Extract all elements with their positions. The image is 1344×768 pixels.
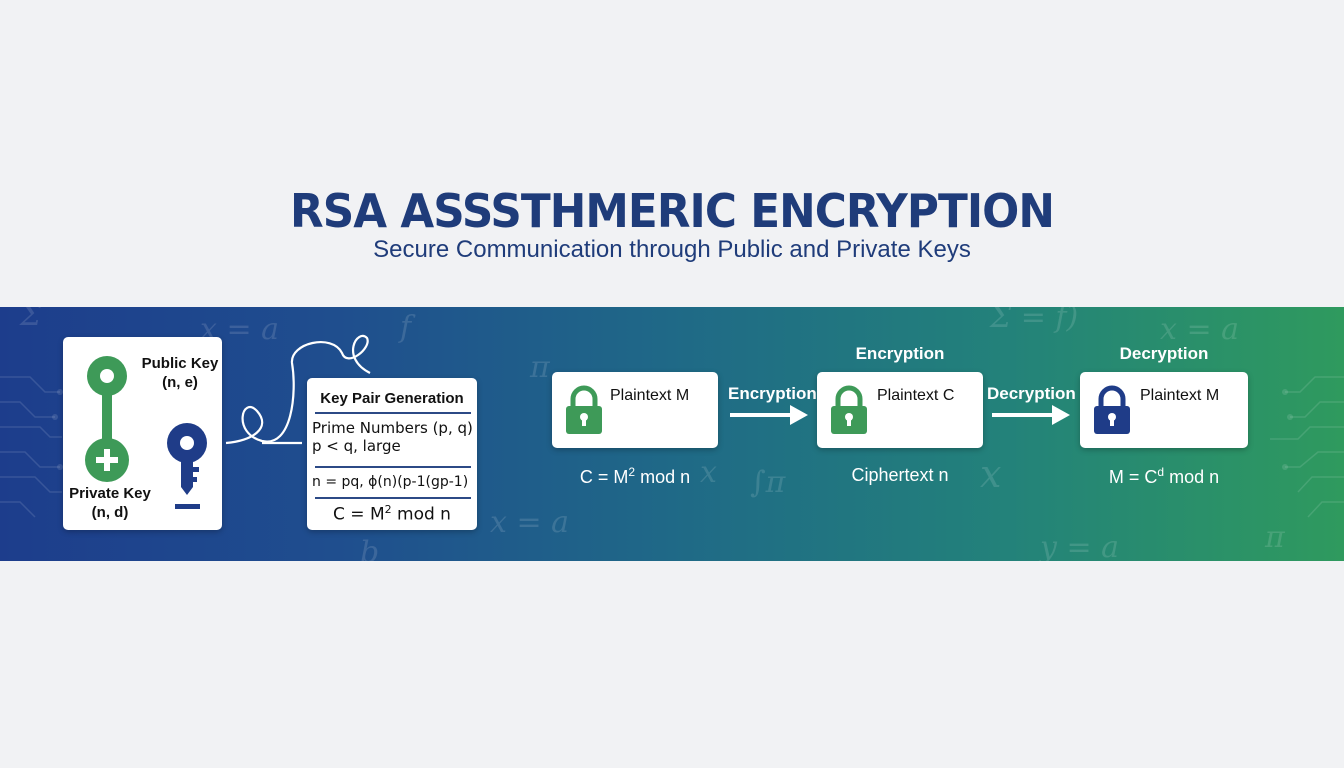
keygen-formula: C = M2 mod n — [307, 503, 477, 525]
svg-text:Σ: Σ — [19, 307, 42, 333]
svg-text:x = a: x = a — [490, 505, 569, 540]
svg-text:x = a: x = a — [1160, 312, 1239, 347]
keygen-formula-tail: mod n — [391, 504, 451, 525]
keygen-divider-3 — [315, 497, 471, 499]
lock-icon-green — [566, 385, 602, 434]
arrow1-label: Encryption — [728, 384, 817, 403]
step3-box-label: Plaintext M — [1140, 387, 1220, 404]
step2-heading: Encryption — [855, 344, 945, 363]
step3-box: Plaintext M — [1080, 372, 1248, 448]
keygen-formula-base: C = M — [333, 504, 385, 525]
step3-caption: M = Cd mod n — [1080, 465, 1248, 488]
step2-box-label: Plaintext C — [877, 387, 955, 404]
step3-caption-base: M = C — [1108, 467, 1158, 487]
svg-text:Σ = f): Σ = f) — [989, 307, 1078, 335]
keygen-line-3: n = pq, ϕ(n)(p-1(gp-1) — [312, 474, 469, 490]
public-key-params: (n, e) — [162, 374, 198, 391]
keygen-formula-exp: 2 — [384, 503, 392, 516]
public-key-icon — [167, 423, 207, 509]
svg-text:y = a: y = a — [1038, 530, 1119, 561]
keygen-title-divider — [315, 412, 471, 414]
private-key-label: Private Key — [69, 485, 151, 502]
svg-text:π: π — [1264, 520, 1286, 555]
keygen-line-2: p < q, large — [312, 437, 401, 455]
keygen-divider-2 — [315, 466, 471, 468]
svg-text:x: x — [700, 455, 717, 490]
keygen-line-1: Prime Numbers (p, q) — [312, 419, 473, 437]
step3-caption-tail: mod n — [1164, 467, 1220, 487]
step1-caption-exp: 2 — [628, 465, 636, 479]
step1-caption: C = M2 mod n — [552, 465, 718, 488]
svg-text:b: b — [360, 535, 379, 561]
lock-icon-green — [831, 385, 867, 434]
step2-caption: Ciphertext n — [851, 465, 949, 485]
key-icons — [85, 356, 207, 509]
svg-text:f: f — [398, 310, 416, 345]
step1-box: Plaintext M — [552, 372, 718, 448]
keygen-title: Key Pair Generation — [320, 390, 464, 407]
keygen-card: Key Pair Generation Prime Numbers (p, q)… — [307, 378, 477, 530]
step1-caption-tail: mod n — [635, 467, 691, 487]
arrow1-icon — [730, 405, 808, 425]
public-key-label: Public Key — [141, 355, 219, 372]
keys-card: Public Key (n, e) Private Key (n, d) — [63, 337, 222, 530]
arrow2-icon — [992, 405, 1070, 425]
private-key-params: (n, d) — [91, 504, 129, 521]
step1-caption-base: C = M — [579, 467, 629, 487]
step3-heading: Decryption — [1119, 344, 1209, 363]
connector-curve — [225, 335, 371, 445]
page-subtitle: Secure Communication through Public and … — [373, 236, 971, 263]
svg-text:∫π: ∫π — [750, 465, 787, 500]
svg-text:π: π — [529, 350, 551, 385]
step3-caption-exp: d — [1157, 465, 1165, 479]
page-title: RSA ASSSTHMERIC ENCRYPTION — [290, 184, 1055, 238]
step2-box: Plaintext C — [817, 372, 983, 448]
svg-text:x: x — [980, 452, 1001, 496]
arrow2-label: Decryption — [987, 384, 1076, 403]
step1-box-label: Plaintext M — [610, 387, 690, 404]
private-key-icon — [85, 356, 129, 482]
lock-icon-navy — [1094, 385, 1130, 434]
